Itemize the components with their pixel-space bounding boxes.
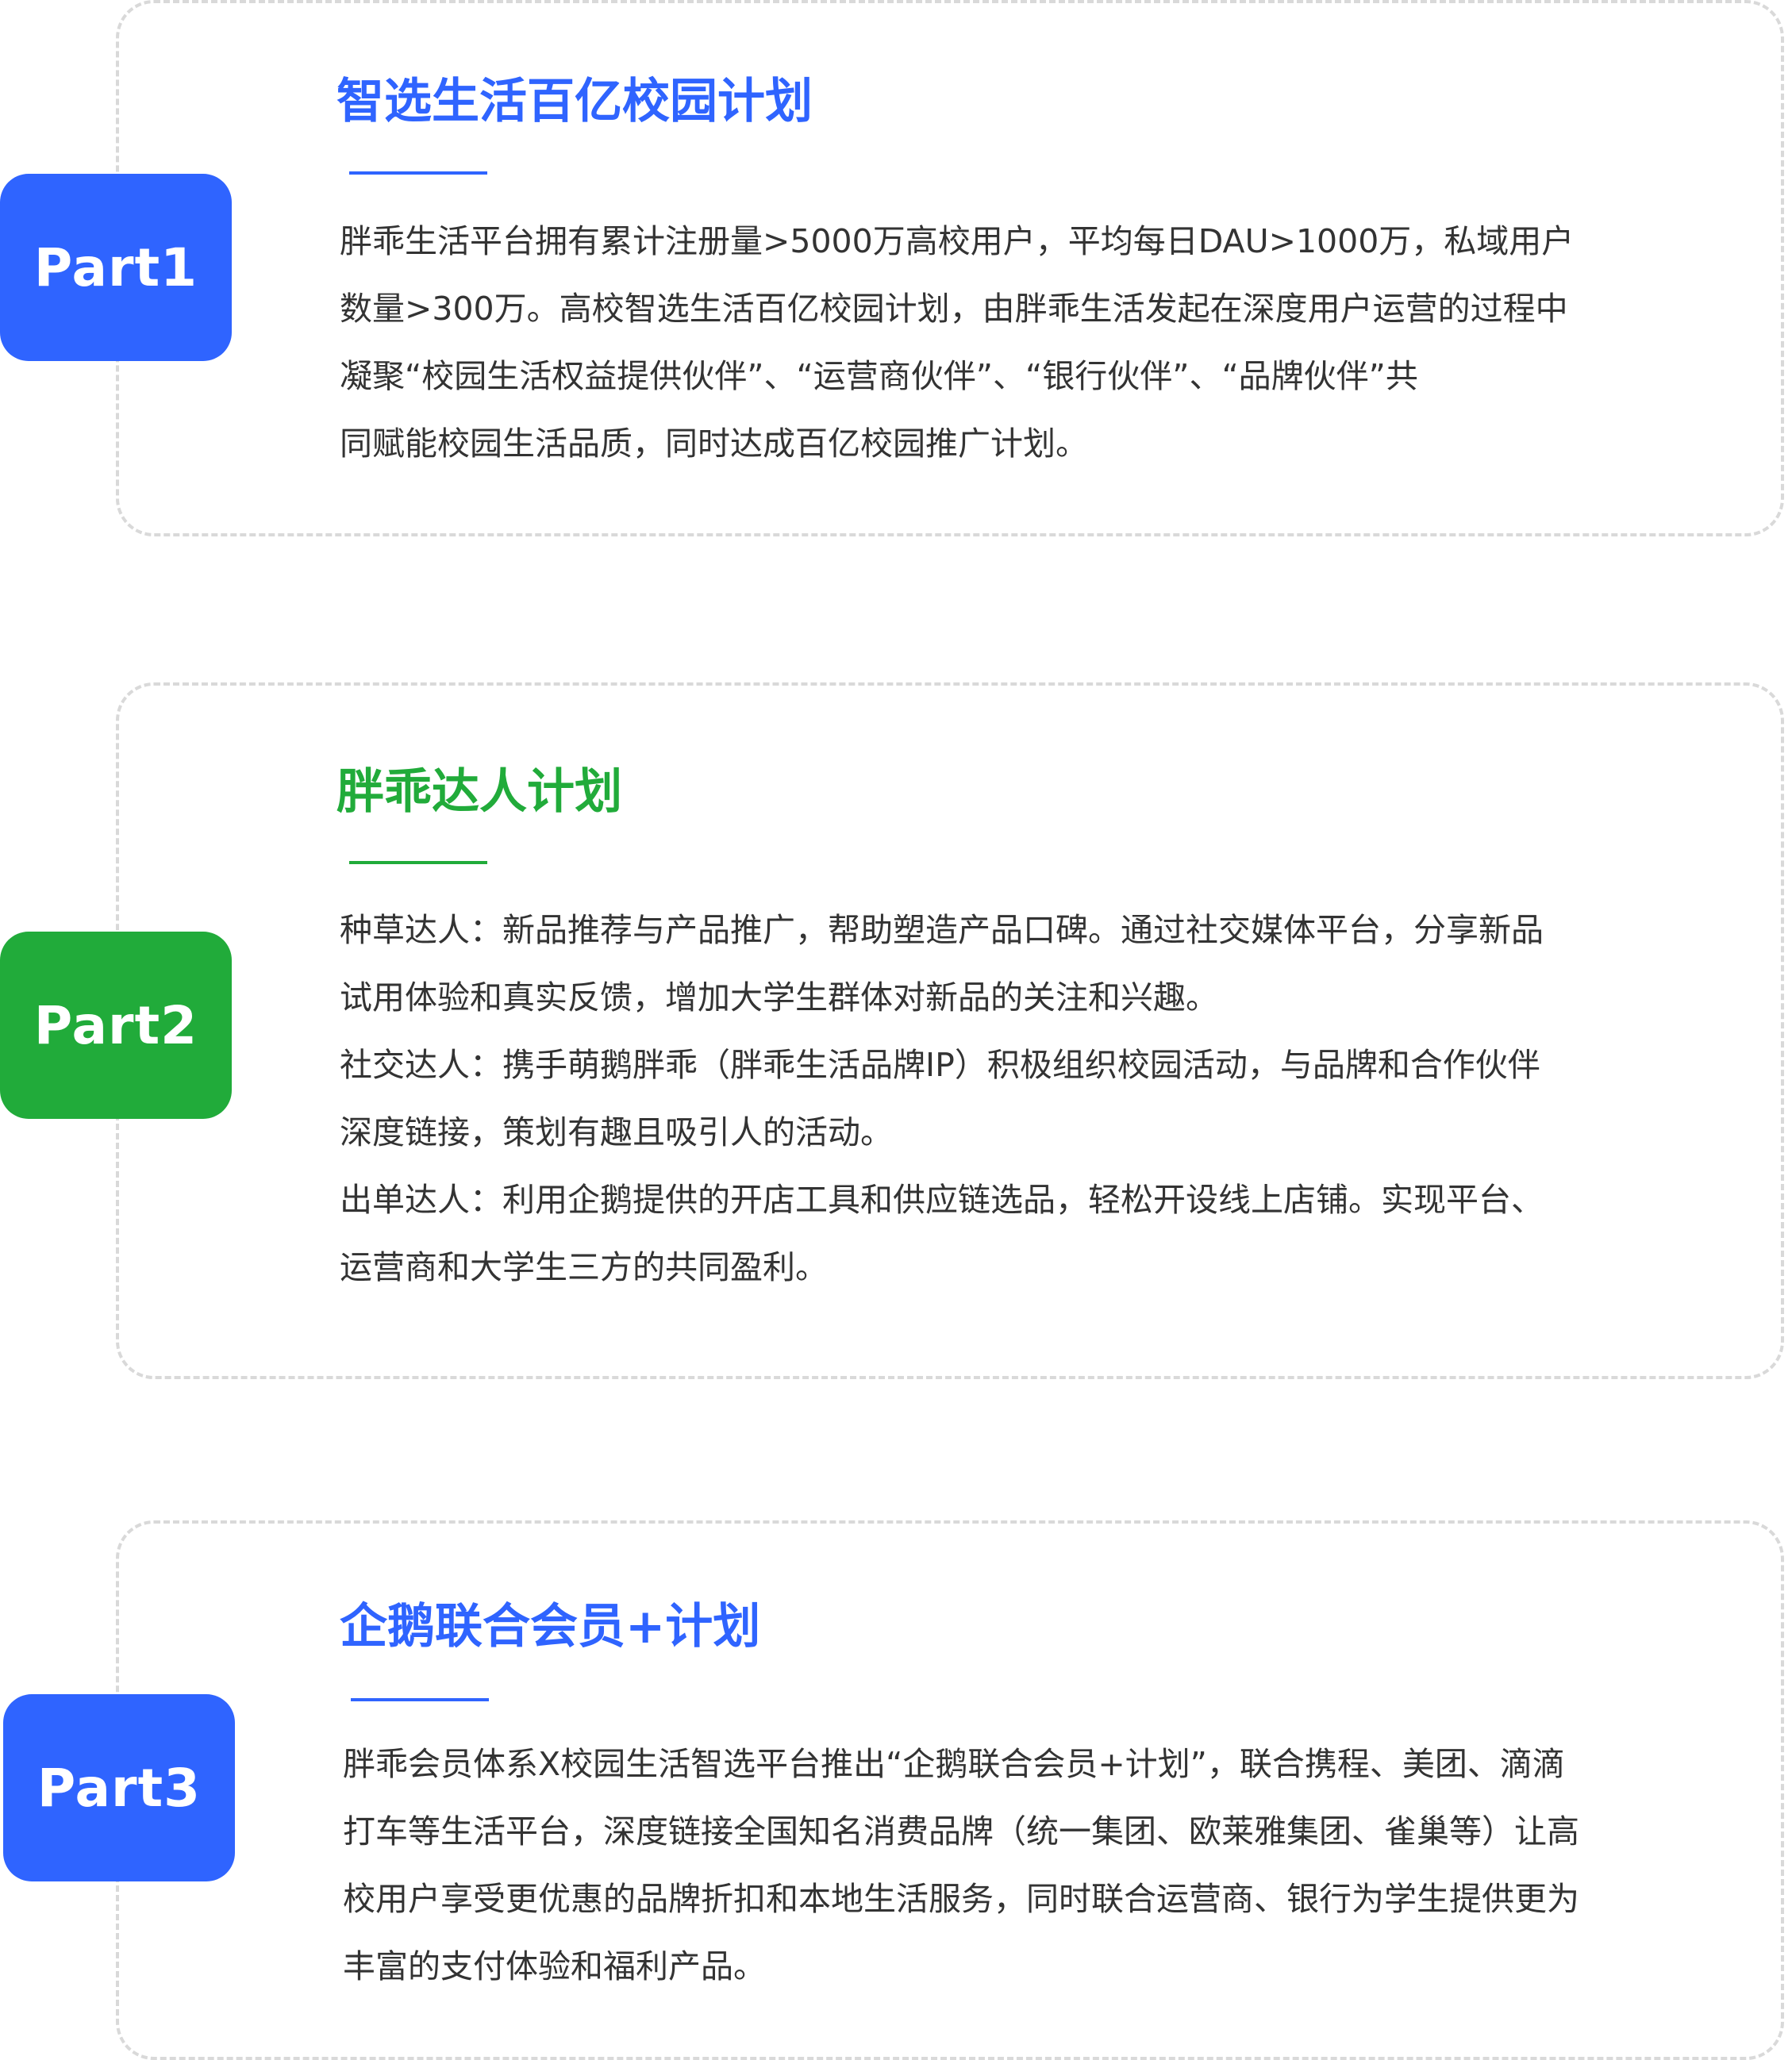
part3-description: 胖乖会员体系X校园生活智选平台推出“企鹅联合会员+计划”，联合携程、美团、滴滴 … — [343, 1731, 1730, 2000]
part3-line: 校用户享受更优惠的品牌折扣和本地生活服务，同时联合运营商、银行为学生提供更为 — [343, 1880, 1579, 1918]
part3-line: 丰富的支付体验和福利产品。 — [343, 1947, 766, 1985]
part2-line: 深度链接，策划有趣且吸引人的活动。 — [340, 1113, 893, 1151]
part1-title-underline — [349, 171, 487, 175]
part1-badge: Part1 — [0, 174, 232, 361]
part2-badge: Part2 — [0, 932, 232, 1119]
part3-badge: Part3 — [3, 1694, 235, 1881]
part3-title: 企鹅联合会员+计划 — [340, 1599, 761, 1655]
part2-description: 种草达人：新品推荐与产品推广，帮助塑造产品口碑。通过社交媒体平台，分享新品 试用… — [340, 897, 1721, 1301]
part2-title-underline — [349, 861, 487, 864]
part3-line: 胖乖会员体系X校园生活智选平台推出“企鹅联合会员+计划”，联合携程、美团、滴滴 — [343, 1745, 1565, 1783]
part1-line: 胖乖生活平台拥有累计注册量>5000万高校用户，平均每日DAU>1000万，私域… — [340, 222, 1575, 260]
section-card-part1 — [116, 0, 1784, 536]
part1-line: 凝聚“校园生活权益提供伙伴”、“运营商伙伴”、“银行伙伴”、“品牌伙伴”共 — [340, 357, 1418, 395]
part3-title-underline — [351, 1698, 489, 1701]
part2-line: 种草达人：新品推荐与产品推广，帮助塑造产品口碑。通过社交媒体平台，分享新品 — [340, 911, 1544, 949]
part2-line: 试用体验和真实反馈，增加大学生群体对新品的关注和兴趣。 — [340, 978, 1218, 1017]
section-card-part2 — [116, 682, 1784, 1379]
part2-line: 社交达人：携手萌鹅胖乖（胖乖生活品牌IP）积极组织校园活动，与品牌和合作伙伴 — [340, 1046, 1540, 1084]
section-card-part3 — [116, 1520, 1784, 2060]
part3-line: 打车等生活平台，深度链接全国知名消费品牌（统一集团、欧莱雅集团、雀巢等）让高 — [343, 1812, 1579, 1851]
part1-description: 胖乖生活平台拥有累计注册量>5000万高校用户，平均每日DAU>1000万，私域… — [340, 208, 1721, 478]
part1-title: 智选生活百亿校园计划 — [336, 74, 813, 129]
part1-line: 数量>300万。高校智选生活百亿校园计划，由胖乖生活发起在深度用户运营的过程中 — [340, 290, 1568, 328]
part2-line: 出单达人：利用企鹅提供的开店工具和供应链选品，轻松开设线上店铺。实现平台、 — [340, 1181, 1544, 1219]
part1-line: 同赋能校园生活品质，同时达成百亿校园推广计划。 — [340, 425, 1088, 463]
part2-title: 胖乖达人计划 — [336, 764, 622, 820]
part2-line: 运营商和大学生三方的共同盈利。 — [340, 1248, 828, 1286]
